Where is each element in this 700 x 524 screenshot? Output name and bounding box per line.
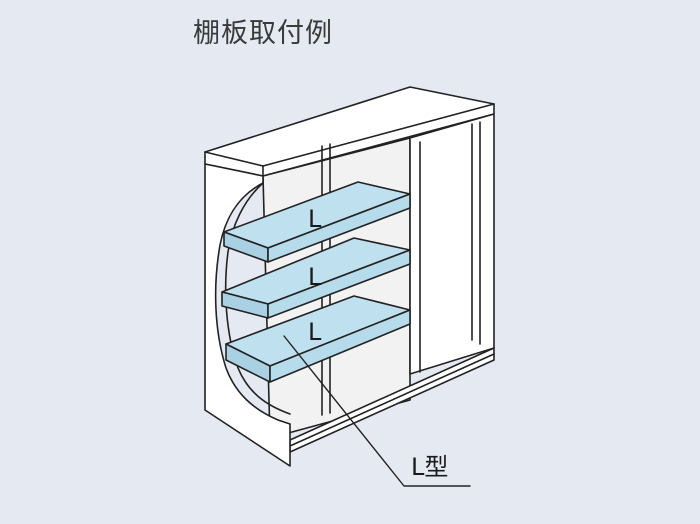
callout-label: L型	[411, 453, 448, 481]
cabinet-right-panel	[409, 113, 495, 375]
shelf-label-lower: L	[308, 318, 322, 346]
shelf-label-middle: L	[308, 263, 322, 291]
shelf-label-upper: L	[308, 205, 322, 233]
figure-title: 棚板取付例	[193, 18, 333, 49]
cabinet-left-panel	[204, 163, 291, 467]
callout-leader-line	[283, 335, 471, 487]
